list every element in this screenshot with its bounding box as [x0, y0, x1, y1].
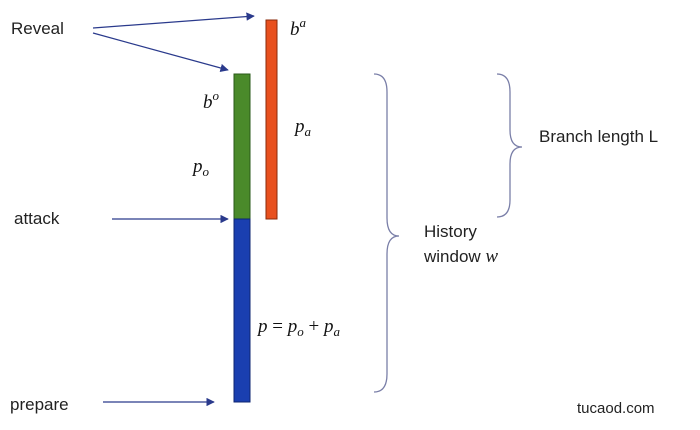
history-window-variable: w: [485, 246, 498, 267]
eq-p-o-subscript: o: [297, 324, 304, 339]
eq-plus: +: [304, 316, 324, 337]
p-a-label: pa: [293, 116, 312, 139]
reveal-arrow-top: [92, 12, 255, 29]
eq-equals: =: [268, 316, 288, 337]
p-o-label: po: [191, 156, 210, 179]
b-o-base: b: [203, 92, 213, 113]
p-a-subscript: a: [305, 124, 312, 139]
p-a-base: p: [293, 116, 305, 137]
prepare-label: prepare: [10, 395, 69, 414]
p-equation-label: p = po + pa: [256, 316, 340, 339]
reveal-arrow-lower: [92, 32, 229, 73]
history-label-line1: History: [424, 222, 477, 241]
history-window-brace: [373, 73, 400, 393]
eq-p-o: p: [286, 316, 298, 337]
orange-bar: [265, 19, 278, 220]
b-a-superscript: a: [300, 15, 307, 30]
history-label-line2: window w: [423, 246, 498, 267]
p-o-base: p: [191, 156, 203, 177]
eq-p-a-subscript: a: [333, 324, 340, 339]
b-a-base: b: [290, 19, 300, 40]
attack-label: attack: [14, 209, 60, 228]
b-a-label: ba: [290, 15, 307, 40]
b-o-label: bo: [203, 88, 220, 113]
eq-p: p: [256, 316, 268, 337]
history-window-word: window: [423, 247, 485, 266]
reveal-label: Reveal: [11, 19, 64, 38]
branch-length-brace: [496, 73, 523, 218]
eq-p-a: p: [322, 316, 334, 337]
b-o-superscript: o: [213, 88, 220, 103]
watermark: tucaod.com: [577, 400, 655, 417]
p-o-subscript: o: [203, 164, 210, 179]
green-bar: [233, 73, 251, 220]
blue-bar: [233, 218, 251, 403]
branch-length-label: Branch length L: [539, 127, 658, 146]
